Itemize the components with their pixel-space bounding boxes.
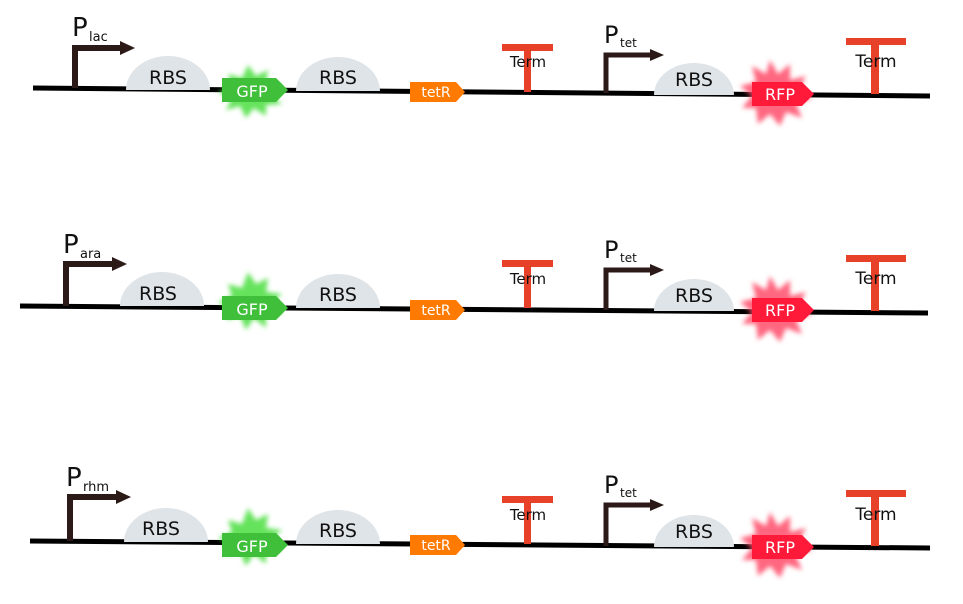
gfp-gene-arrow	[222, 533, 288, 557]
promoter-tet-label: P	[604, 21, 618, 49]
promoter-tet-label: P	[604, 471, 618, 499]
promoter-tet-arrow-icon	[603, 264, 664, 310]
tetr-gene-arrow	[410, 82, 465, 102]
rbs-2-shape	[296, 274, 380, 308]
promoter-tet-arrow-icon	[603, 499, 664, 546]
construct-ara: P ara RBS GFP RBS tetR Term P tet RBS RF…	[19, 230, 929, 342]
rbs-3-shape	[654, 515, 734, 547]
rfp-gene-arrow	[752, 82, 814, 106]
rbs-3-shape	[654, 279, 734, 311]
promoter-tet-label: P	[604, 236, 618, 264]
rbs-1-shape	[124, 508, 208, 542]
construct-lac: P lac RBS GFP RBS tetR Term P tet RBS	[32, 13, 931, 126]
gfp-gene-arrow	[222, 296, 288, 320]
promoter-tet-subscript: tet	[620, 486, 637, 500]
construct-rhm: P rhm RBS GFP RBS tetR Term P tet RBS RF…	[29, 463, 931, 578]
rbs-1-shape	[126, 56, 210, 90]
tetr-gene-arrow	[410, 300, 465, 320]
gfp-label: GFP	[236, 82, 268, 101]
gfp-label: GFP	[236, 300, 268, 319]
rbs-3-label: RBS	[675, 285, 713, 307]
promoter-lac-arrow-icon	[72, 41, 135, 88]
gfp-label: GFP	[236, 537, 268, 556]
terminator-1-icon	[502, 496, 553, 544]
rfp-label: RFP	[765, 85, 795, 104]
rbs-2-shape	[296, 57, 380, 91]
rfp-label: RFP	[765, 301, 795, 320]
promoter-tet-subscript: tet	[620, 251, 637, 265]
terminator-2-icon	[846, 255, 906, 311]
promoter-tet-arrow-icon	[603, 49, 664, 93]
rbs-3-label: RBS	[675, 69, 713, 91]
tetr-gene-arrow	[410, 535, 465, 555]
terminator-1-label: Term	[509, 506, 546, 524]
terminator-2-label: Term	[854, 269, 896, 289]
promoter-lac-label: P	[72, 13, 88, 43]
rbs-2-label: RBS	[319, 284, 357, 306]
rfp-gene-arrow	[752, 298, 814, 322]
rbs-2-shape	[296, 510, 380, 544]
rbs-2-label: RBS	[319, 520, 357, 542]
terminator-1-icon	[502, 44, 553, 92]
promoter-lac-subscript: lac	[89, 30, 108, 45]
rbs-1-label: RBS	[142, 518, 180, 540]
promoter-ara-subscript: ara	[80, 247, 101, 262]
tetr-label: tetR	[421, 85, 451, 101]
rfp-gene-arrow	[752, 535, 814, 559]
rbs-3-shape	[654, 63, 734, 95]
rbs-2-label: RBS	[319, 67, 357, 89]
terminator-1-label: Term	[509, 270, 546, 288]
gfp-gene-arrow	[222, 78, 288, 102]
tetr-label: tetR	[421, 303, 451, 319]
rbs-3-label: RBS	[675, 521, 713, 543]
rbs-1-label: RBS	[149, 67, 187, 89]
promoter-rhm-label: P	[66, 463, 82, 493]
terminator-2-icon	[846, 38, 906, 94]
terminator-2-label: Term	[854, 505, 896, 525]
rfp-label: RFP	[765, 538, 795, 557]
promoter-tet-subscript: tet	[620, 36, 637, 50]
promoter-ara-arrow-icon	[63, 257, 127, 306]
promoter-rhm-subscript: rhm	[83, 480, 109, 495]
terminator-1-label: Term	[509, 53, 546, 71]
promoter-ara-label: P	[63, 230, 79, 260]
rbs-1-shape	[120, 272, 204, 306]
tetr-label: tetR	[421, 538, 451, 554]
rbs-1-label: RBS	[139, 283, 177, 305]
terminator-2-icon	[846, 490, 906, 546]
terminator-1-icon	[502, 260, 553, 308]
promoter-rhm-arrow-icon	[67, 490, 131, 541]
terminator-2-label: Term	[854, 52, 896, 72]
